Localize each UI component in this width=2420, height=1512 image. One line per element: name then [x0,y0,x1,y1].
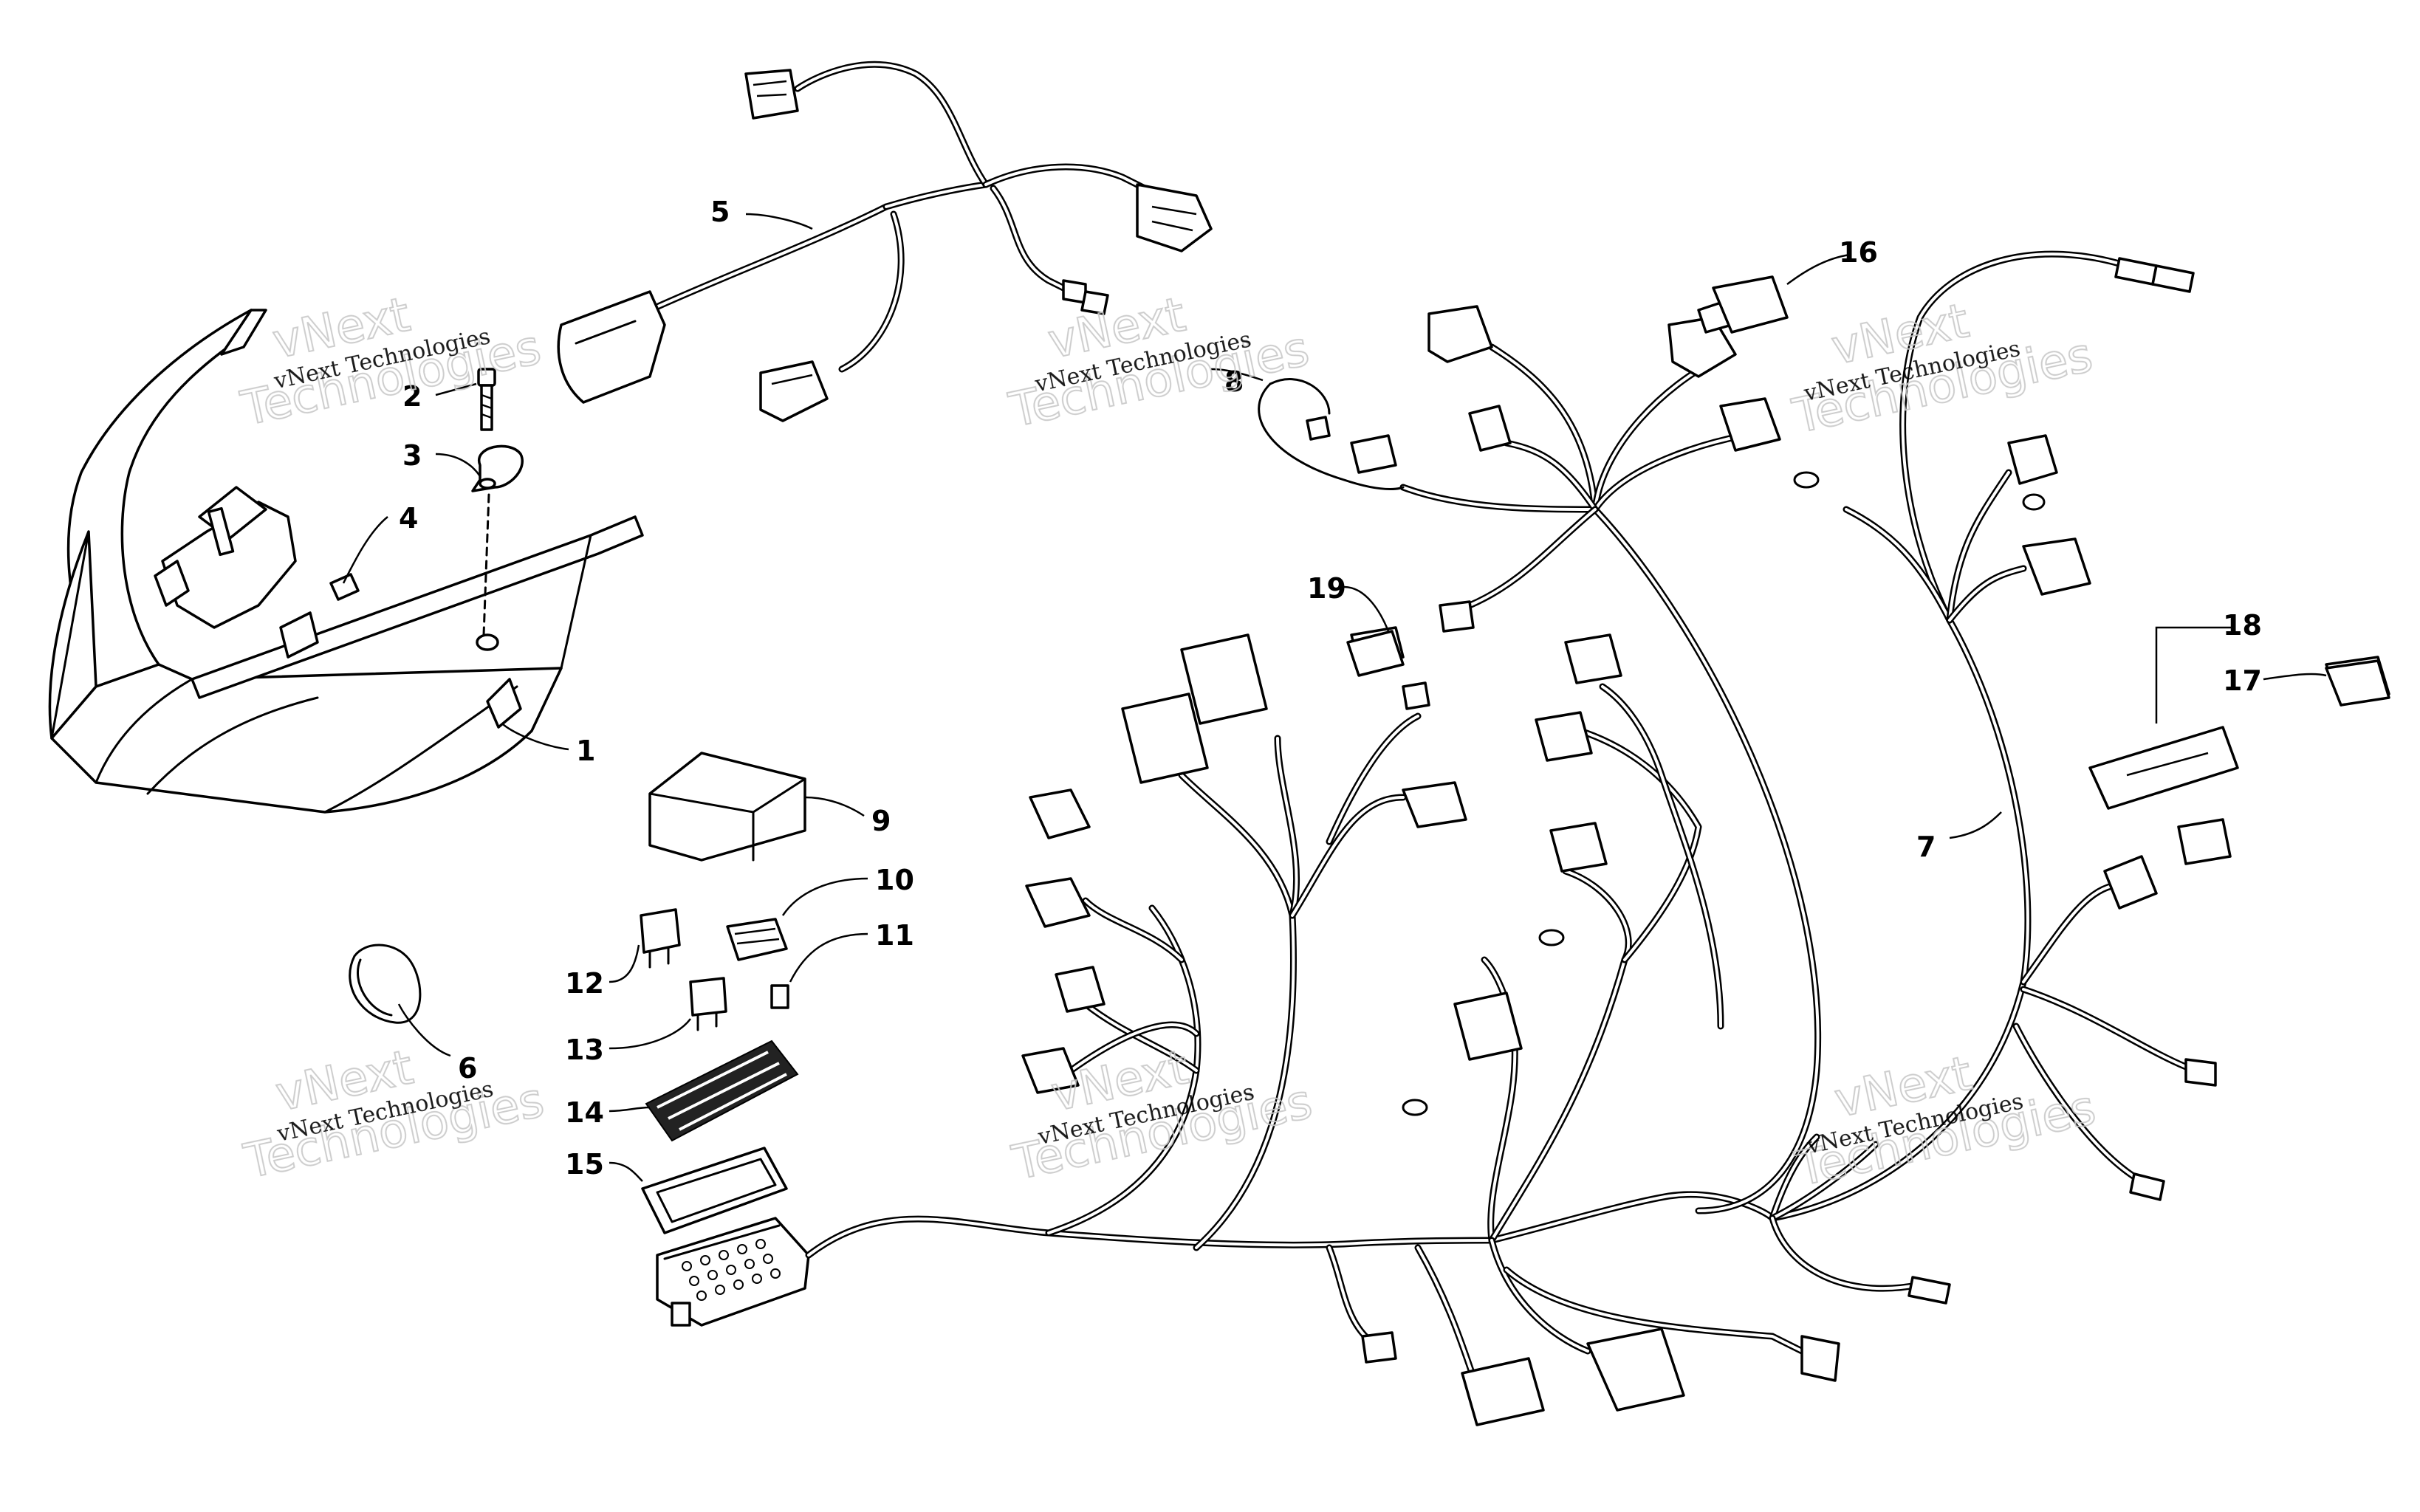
leader-lines [342,213,2327,1182]
decal-18-part [2088,726,2239,810]
connector-19-part [1346,630,1405,677]
relay-box-part [648,752,806,862]
callout-5: 5 [710,196,730,228]
main-harness [805,250,2190,1392]
callout-8: 8 [1224,365,1244,398]
label-sheet-part [645,1040,799,1142]
callout-19: 19 [1307,572,1346,605]
fuse-block-part [726,918,788,961]
callout-11: 11 [875,919,914,952]
callout-6: 6 [458,1052,477,1085]
harness-5 [557,61,1213,422]
ring-clamp-part [349,944,422,1024]
callout-17: 17 [2223,664,2262,697]
gasket-part [641,1147,788,1234]
callout-4: 4 [399,502,418,535]
clip-part [329,573,360,601]
callout-1: 1 [576,735,595,767]
callout-16: 16 [1839,236,1878,269]
callout-7: 7 [1916,831,1936,863]
callout-15: 15 [565,1148,604,1181]
callout-14: 14 [565,1096,604,1129]
small-fuse-part [770,984,789,1009]
connector-17-part [2325,659,2390,707]
callout-18: 18 [2223,609,2262,642]
callout-9: 9 [871,805,891,837]
callout-2: 2 [402,380,422,413]
callout-13: 13 [565,1034,604,1066]
callout-10: 10 [875,864,914,896]
fuse-box-part [656,1217,810,1327]
harness-connectors [1021,257,2390,1426]
callout-12: 12 [565,967,604,1000]
callout-3: 3 [402,439,422,472]
screw-part [477,368,496,431]
clamp-part [471,444,524,492]
callout-labels: 1 2 3 4 5 6 7 8 9 10 11 12 13 14 15 16 1… [399,196,2262,1181]
relay-12-part [640,908,681,969]
headlight-assembly [48,309,644,814]
relay-13-part [689,977,727,1031]
connector-16-part [1712,275,1789,334]
